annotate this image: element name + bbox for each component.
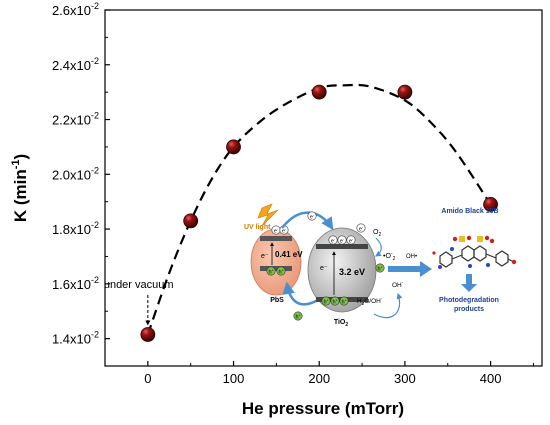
pbs-holes: h+ h+ [266, 266, 286, 276]
y-tick-label-2: 1.8x10-2 [52, 220, 99, 237]
y-tick-label-5: 2.4x10-2 [52, 56, 99, 73]
superoxide-label: •O-2 [383, 251, 396, 262]
tio2-label: TiO2 [334, 319, 349, 328]
annotation-under-vacuum: under vacuum [104, 279, 174, 291]
data-points [140, 84, 498, 342]
tio2-electrons: e-e-e- [328, 235, 356, 245]
pbs-hole-1: h+ [276, 266, 286, 276]
tio2-cb [316, 244, 368, 249]
data-point-2 [226, 139, 241, 155]
tio2-hole-2: h+ [339, 296, 349, 306]
x-axis-label: He pressure (mTorr) [242, 399, 404, 418]
products-label-1: Photodegradation [439, 297, 499, 304]
svg-text:e-: e- [274, 227, 279, 234]
svg-text:e-: e- [282, 227, 287, 234]
pbs-electron-label: e⁻ [261, 253, 269, 260]
pbs-cb [260, 236, 292, 241]
svg-text:K (min-1): K (min-1) [10, 154, 30, 222]
electron-transfer-arrow [281, 211, 334, 231]
o2-reduction-arrow [375, 237, 382, 257]
x-tick-label-3: 300 [394, 371, 416, 386]
svg-text:e-: e- [359, 225, 364, 232]
svg-text:h+: h+ [323, 298, 328, 305]
svg-text:e-: e- [349, 237, 354, 244]
data-point-4 [397, 84, 413, 100]
svg-text:h+: h+ [332, 298, 337, 305]
free-electron-top: e- [307, 211, 317, 221]
svg-text:e-: e- [331, 237, 336, 244]
svg-text:h+: h+ [295, 313, 300, 320]
x-tick-label-4: 400 [480, 371, 502, 386]
svg-text:h+: h+ [377, 265, 382, 272]
pbs-electron-0: e- [271, 225, 281, 235]
plot-frame [104, 9, 543, 367]
y-tick-label-1: 1.6x10-2 [52, 275, 99, 292]
tio2-hole-1: h+ [330, 296, 340, 306]
data-point-5 [483, 197, 498, 212]
tio2-electron-2: e- [346, 235, 356, 245]
tio2-electron-0: e- [328, 235, 338, 245]
svg-text:h+: h+ [268, 268, 273, 275]
y-axis-label: K (min-1) [10, 154, 30, 222]
tio2-electron-label: e⁻ [320, 265, 328, 272]
x-axis: 0 100 200 300 400 [104, 361, 534, 386]
degradation-arrow [461, 274, 477, 292]
svg-text:e-: e- [310, 213, 315, 220]
y-tick-label-6: 2.6x10-2 [52, 1, 99, 18]
products-label-2: products [454, 306, 484, 313]
dye-atoms [432, 235, 517, 269]
free-hole-bottom: h+ [293, 311, 303, 321]
free-carriers: e-e-h+ h+ [293, 211, 385, 321]
tio2-holes: h+ h+ h+ [321, 296, 349, 306]
svg-text:h+: h+ [341, 298, 346, 305]
uv-light-label: UV light [244, 224, 271, 231]
hydroxide-label: OH- [392, 280, 404, 289]
free-hole-right: h+ [375, 263, 385, 273]
data-point-3 [311, 84, 327, 100]
mechanism-inset: UV light 0.41 eV e⁻ PbS e-e- h+ h+ 3.2 eV… [244, 203, 517, 328]
y-tick-label-4: 2.2x10-2 [52, 111, 99, 128]
pbs-hole-0: h+ [266, 266, 276, 276]
pbs-label: PbS [270, 297, 284, 304]
lightning-icon [257, 203, 279, 227]
oxidation-arrow [373, 292, 403, 319]
svg-text:e-: e- [340, 237, 345, 244]
x-tick-label-2: 200 [308, 371, 330, 386]
tio2-gap-label: 3.2 eV [339, 267, 365, 277]
y-tick-label-3: 2.0x10-2 [52, 165, 99, 182]
svg-text:h+: h+ [278, 268, 283, 275]
x-tick-label-1: 100 [223, 371, 245, 386]
data-point-0 [140, 327, 156, 342]
tio2-hole-0: h+ [321, 296, 331, 306]
x-tick-label-0: 0 [144, 371, 151, 386]
o2-label: O2 [373, 229, 381, 238]
pbs-vb [260, 266, 292, 271]
water-label: H2O/OH- [357, 296, 383, 306]
pbs-gap-label: 0.41 eV [275, 250, 303, 259]
dye-molecule [439, 245, 515, 268]
data-point-1 [183, 213, 199, 229]
free-electron-right: e- [356, 223, 366, 233]
attack-arrow [388, 261, 432, 277]
dye-name: Amido Black 10B [441, 208, 498, 215]
y-tick-label-0: 1.4x10-2 [52, 330, 99, 347]
tio2-electron-1: e- [337, 235, 347, 245]
y-axis: 1.4x10-2 1.6x10-2 1.8x10-2 2.0x10-2 2.2x10-2… [52, 1, 110, 347]
hole-transfer-arrow [282, 281, 319, 306]
hydroxyl-radical-label: OH• [406, 254, 417, 260]
